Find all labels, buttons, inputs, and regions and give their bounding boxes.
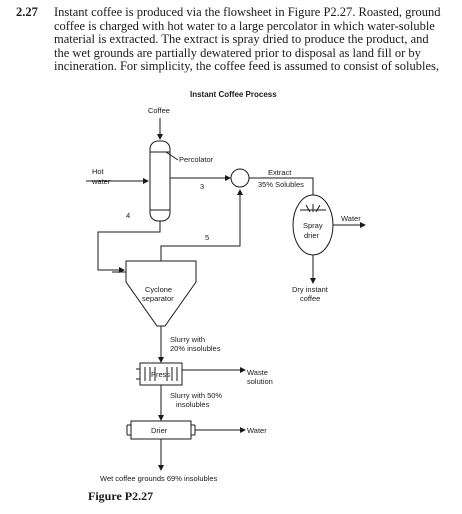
label-water: water — [91, 177, 111, 186]
label-drier: Drier — [151, 426, 168, 435]
label-extract: Extract — [268, 168, 292, 177]
stream-5-line — [160, 189, 243, 261]
label-press: Press — [151, 370, 170, 379]
stream-4-line — [97, 221, 161, 273]
label-drier-word: drier — [304, 231, 320, 240]
label-slurry-50b: insolubles — [176, 400, 210, 409]
label-dry-instant: Dry instant — [292, 285, 329, 294]
label-stream-3: 3 — [200, 182, 204, 191]
label-spray: Spray — [303, 221, 323, 230]
problem-line-5: incineration. For simplicity, the coffee… — [54, 59, 439, 73]
label-stream-5: 5 — [205, 233, 209, 242]
label-slurry-50a: Slurry with 50% — [170, 391, 222, 400]
problem-line-4: the wet grounds are partially dewatered … — [54, 45, 421, 60]
label-percolator: Percolator — [179, 155, 214, 164]
mixing-junction — [230, 168, 250, 188]
label-cyclone: Cyclone — [145, 285, 172, 294]
cyclone-separator — [125, 260, 197, 327]
label-solution: solution — [247, 377, 273, 386]
problem-line-2: coffee is charged with hot water to a la… — [54, 18, 435, 33]
label-waste: Waste — [247, 368, 268, 377]
label-spray-water: Water — [341, 214, 361, 223]
problem-number: 2.27 — [16, 5, 38, 19]
label-slurry-20a: Slurry with — [170, 335, 205, 344]
label-dry-coffee: coffee — [300, 294, 320, 303]
label-separator: separator — [142, 294, 174, 303]
label-coffee: Coffee — [148, 106, 170, 115]
label-slurry-20b: 20% insolubles — [170, 344, 221, 353]
diagram-title: Instant Coffee Process — [190, 90, 277, 99]
label-extract-conc: 35% Solubles — [258, 180, 304, 189]
label-wet-grounds: Wet coffee grounds 69% insolubles — [100, 474, 218, 483]
problem-line-3: material is extracted. The extract is sp… — [54, 32, 429, 46]
label-hot: Hot — [92, 167, 105, 176]
label-stream-4: 4 — [126, 211, 130, 220]
problem-line-1: Instant coffee is produced via the flows… — [54, 5, 441, 19]
label-drier-water: Water — [247, 426, 267, 435]
extract-line — [249, 177, 316, 201]
figure-caption: Figure P2.27 — [88, 489, 154, 503]
